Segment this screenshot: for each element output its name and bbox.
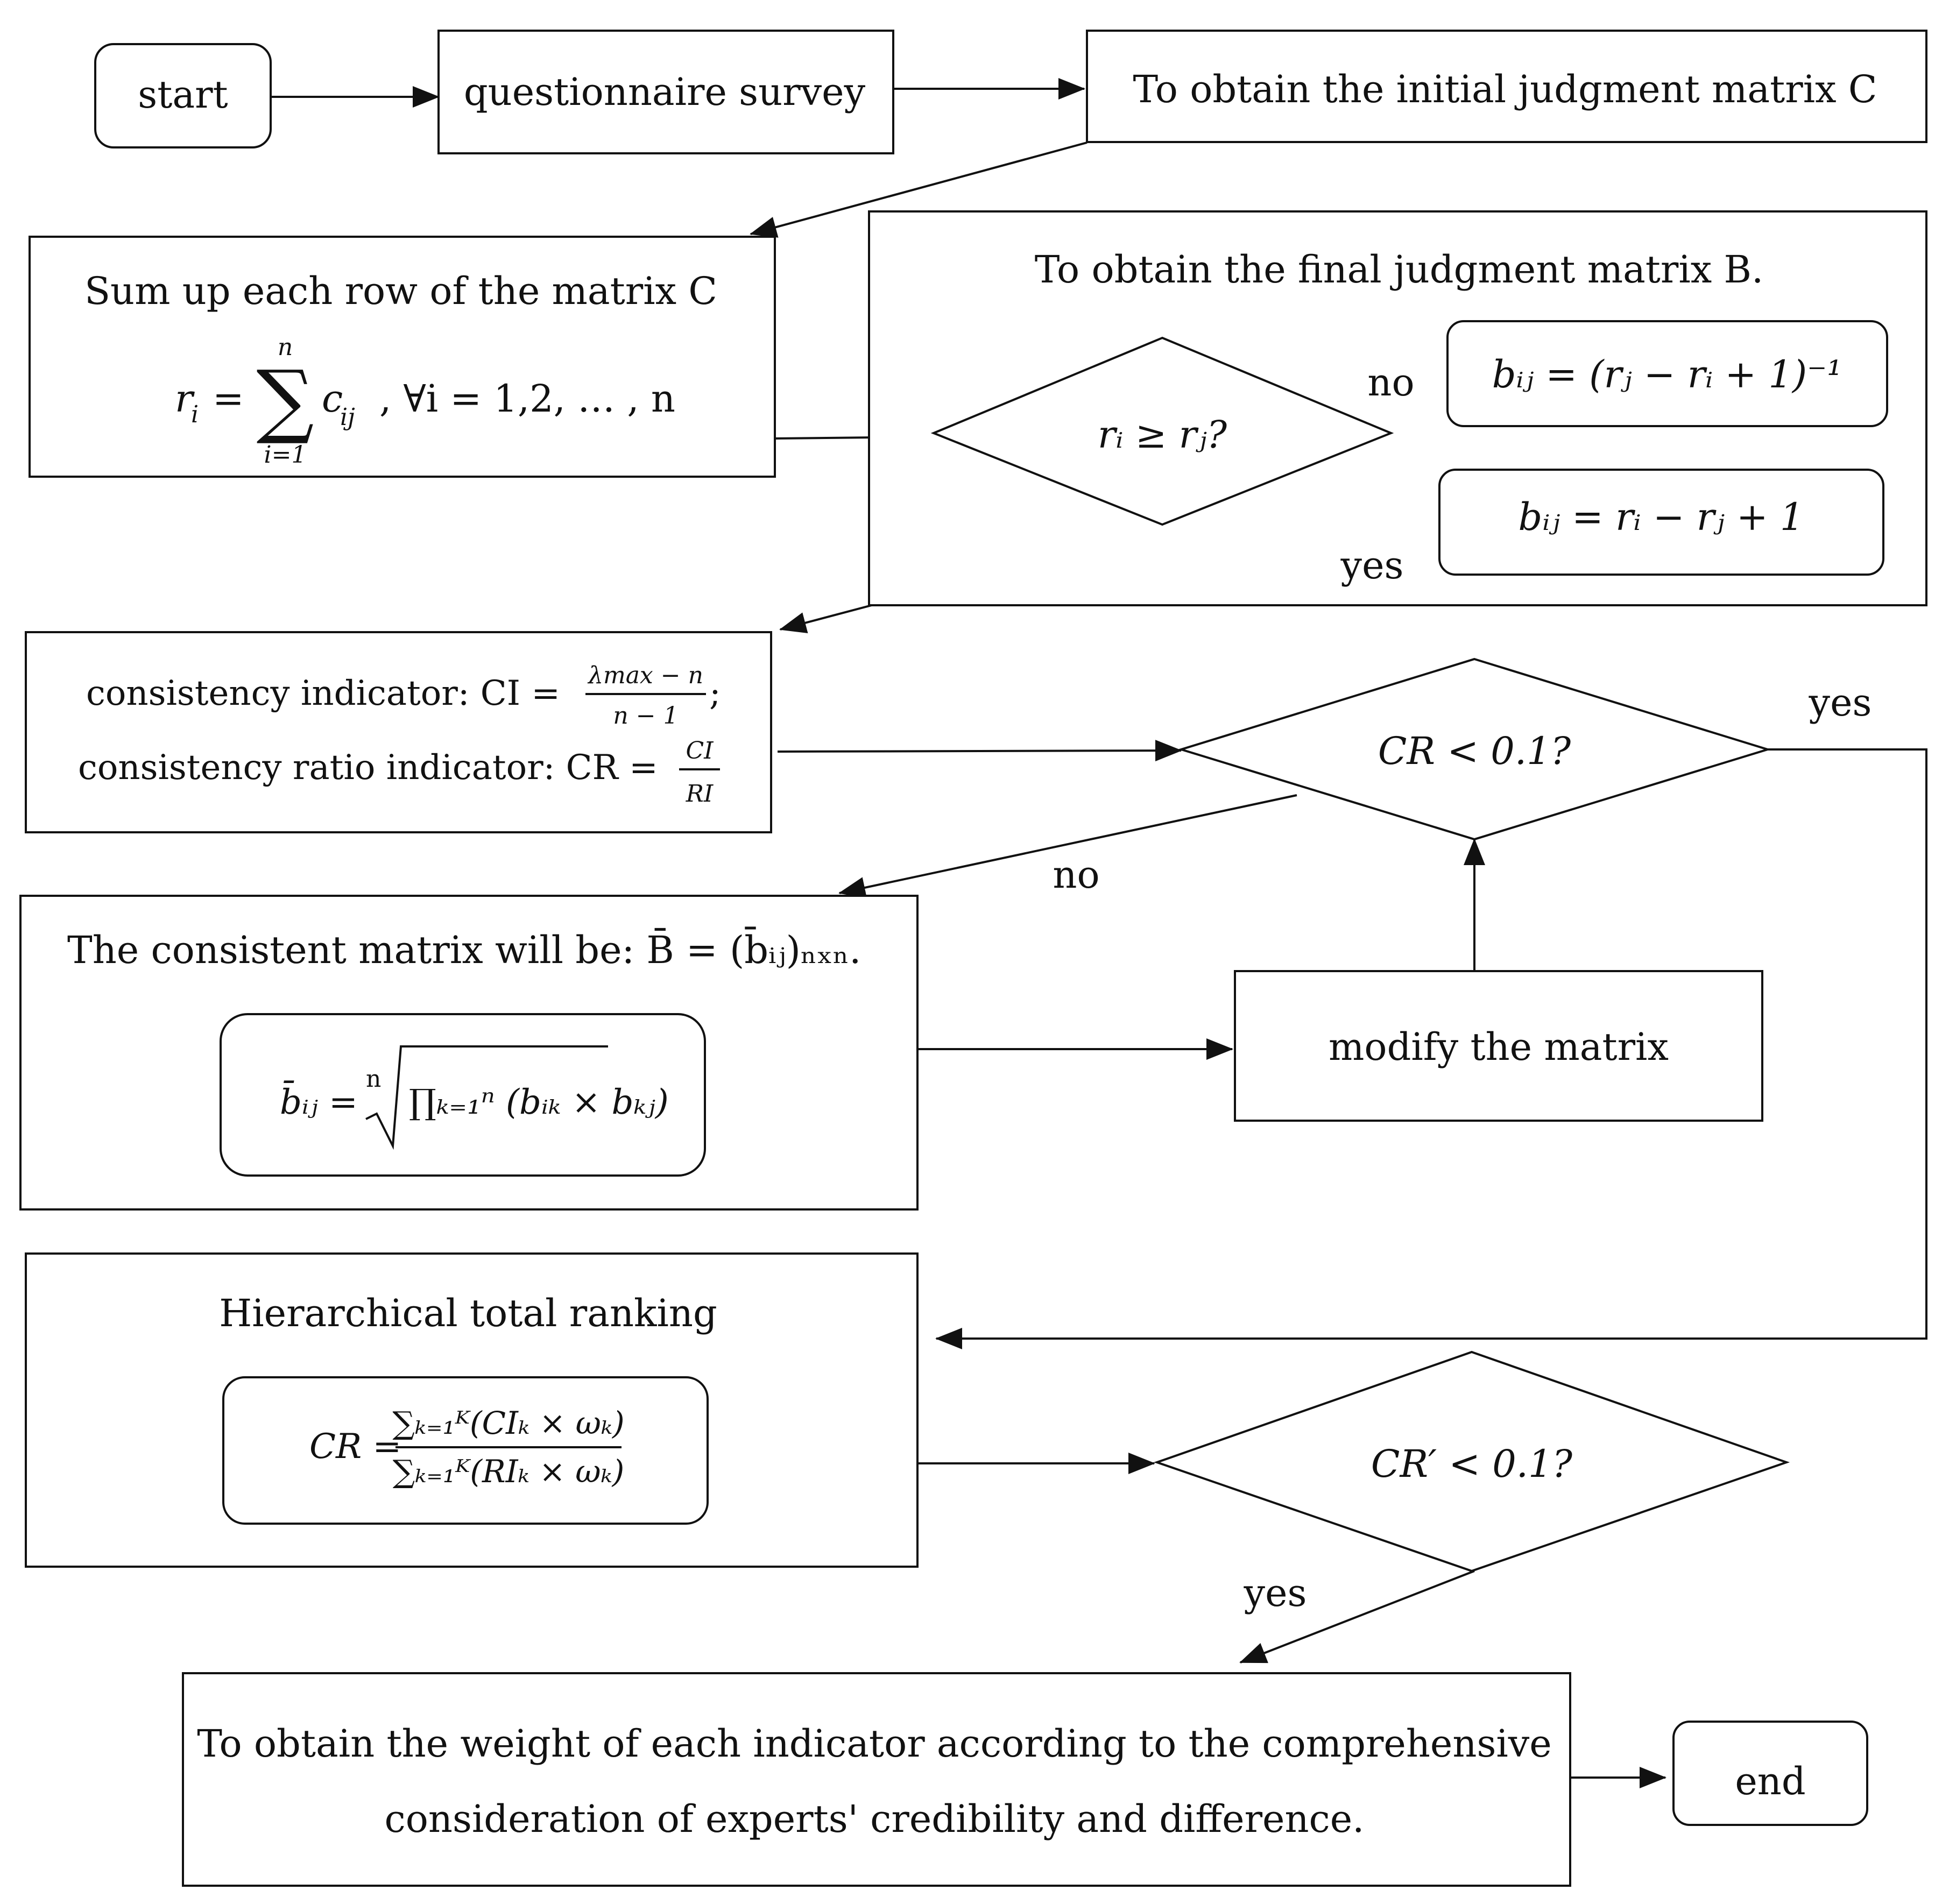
sum-upper-limit: n bbox=[278, 334, 293, 361]
ci-denominator: n − 1 bbox=[613, 702, 678, 730]
consistent-matrix-title: The consistent matrix will be: B̄ = (b̄ᵢ… bbox=[67, 926, 861, 972]
consistent-formula-body: ∏ₖ₌₁ⁿ (bᵢₖ × bₖⱼ) bbox=[409, 1082, 669, 1122]
sigma-symbol: ∑ bbox=[256, 353, 314, 447]
cr-denominator: RI bbox=[686, 780, 714, 808]
crprime-decision-node: CR′ < 0.1? bbox=[1153, 1350, 1790, 1573]
initial-matrix-node: To obtain the initial judgment matrix C bbox=[1086, 30, 1927, 143]
root-index: n bbox=[366, 1065, 381, 1093]
weight-node: To obtain the weight of each indicator a… bbox=[182, 1672, 1571, 1887]
questionnaire-node: questionnaire survey bbox=[437, 30, 894, 154]
sum-rows-title: Sum up each row of the matrix C bbox=[84, 269, 717, 313]
root-sign bbox=[365, 1045, 608, 1150]
cr-decision-node: CR < 0.1? bbox=[1177, 657, 1771, 841]
initial-matrix-label: To obtain the initial judgment matrix C bbox=[1133, 67, 1877, 111]
label-yes-right: yes bbox=[1809, 681, 1872, 725]
edge-initial-to-sum bbox=[750, 141, 1087, 238]
end-label: end bbox=[1735, 1759, 1805, 1803]
ci-numerator: λmax − n bbox=[587, 662, 703, 689]
decision-ri-rj bbox=[930, 336, 1394, 526]
final-matrix-node: To obtain the final judgment matrix B. r… bbox=[868, 210, 1927, 606]
yes-formula: bᵢⱼ = rᵢ − rⱼ + 1 bbox=[1519, 495, 1804, 539]
ranking-formula-lhs: CR = bbox=[309, 1427, 401, 1467]
label-no-top: no bbox=[1367, 360, 1414, 405]
edge-crprime-yes-to-weight bbox=[1239, 1570, 1475, 1664]
sum-rows-node: Sum up each row of the matrix C r i = n … bbox=[29, 236, 776, 478]
consistency-node: consistency indicator: CI = λmax − n n −… bbox=[25, 631, 772, 833]
modify-label: modify the matrix bbox=[1329, 1025, 1669, 1069]
ranking-formula-num: ∑ₖ₌₁ᴷ(CIₖ × ωₖ) bbox=[392, 1405, 624, 1441]
ci-semicolon: ; bbox=[709, 674, 721, 713]
crprime-decision-label: CR′ < 0.1? bbox=[1371, 1442, 1573, 1486]
edge-labels: no yes yes no yes bbox=[1053, 360, 1872, 1615]
questionnaire-label: questionnaire survey bbox=[464, 70, 866, 114]
sum-lower-limit: i=1 bbox=[264, 441, 307, 469]
cr-decision-label: CR < 0.1? bbox=[1378, 729, 1571, 773]
ranking-formula-den: ∑ₖ₌₁ᴷ(RIₖ × ωₖ) bbox=[393, 1453, 625, 1490]
sum-formula-lhs-sub: i bbox=[191, 401, 199, 428]
start-node: start bbox=[94, 43, 272, 148]
cr-label: consistency ratio indicator: CR = bbox=[78, 748, 658, 788]
cr-numerator: CI bbox=[686, 737, 714, 765]
end-node: end bbox=[1672, 1721, 1868, 1826]
decision-ri-rj-label: rᵢ ≥ rⱼ? bbox=[1098, 413, 1227, 457]
yes-formula-box bbox=[1438, 469, 1884, 576]
weight-line1: To obtain the weight of each indicator a… bbox=[197, 1722, 1551, 1766]
sum-formula-term-sub: ij bbox=[340, 404, 355, 431]
edge-cr-no-to-consistent bbox=[838, 794, 1297, 898]
ranking-node: Hierarchical total ranking CR = ∑ₖ₌₁ᴷ(CI… bbox=[25, 1252, 919, 1568]
label-no-cr: no bbox=[1053, 853, 1099, 897]
sum-formula-term: c bbox=[322, 377, 343, 421]
ranking-title: Hierarchical total ranking bbox=[219, 1291, 717, 1335]
consistent-matrix-node: The consistent matrix will be: B̄ = (b̄ᵢ… bbox=[19, 895, 919, 1211]
final-matrix-title: To obtain the final judgment matrix B. bbox=[1035, 247, 1763, 292]
consistent-formula-box bbox=[220, 1013, 706, 1177]
sum-formula-lhs: r bbox=[175, 377, 195, 421]
edge-cr-yes-to-ranking bbox=[935, 748, 1927, 1349]
label-yes-bottom: yes bbox=[1244, 1571, 1307, 1615]
sum-formula-tail: , ∀i = 1,2, … , n bbox=[379, 377, 675, 421]
ranking-formula-box bbox=[222, 1376, 709, 1525]
weight-line2: consideration of experts' credibility an… bbox=[385, 1797, 1365, 1841]
start-label: start bbox=[138, 73, 228, 117]
no-formula-box bbox=[1446, 320, 1888, 427]
ci-label: consistency indicator: CI = bbox=[86, 674, 560, 713]
modify-node: modify the matrix bbox=[1234, 970, 1763, 1122]
edge-final-to-consistency bbox=[779, 604, 872, 634]
edge-consistency-to-cr bbox=[777, 740, 1182, 762]
sum-formula-eq: = bbox=[213, 377, 244, 421]
label-yes-mid: yes bbox=[1340, 543, 1404, 588]
consistent-formula-lhs: b̄ᵢⱼ = bbox=[280, 1080, 358, 1122]
no-formula: bᵢⱼ = (rⱼ − rᵢ + 1)⁻¹ bbox=[1492, 352, 1842, 397]
